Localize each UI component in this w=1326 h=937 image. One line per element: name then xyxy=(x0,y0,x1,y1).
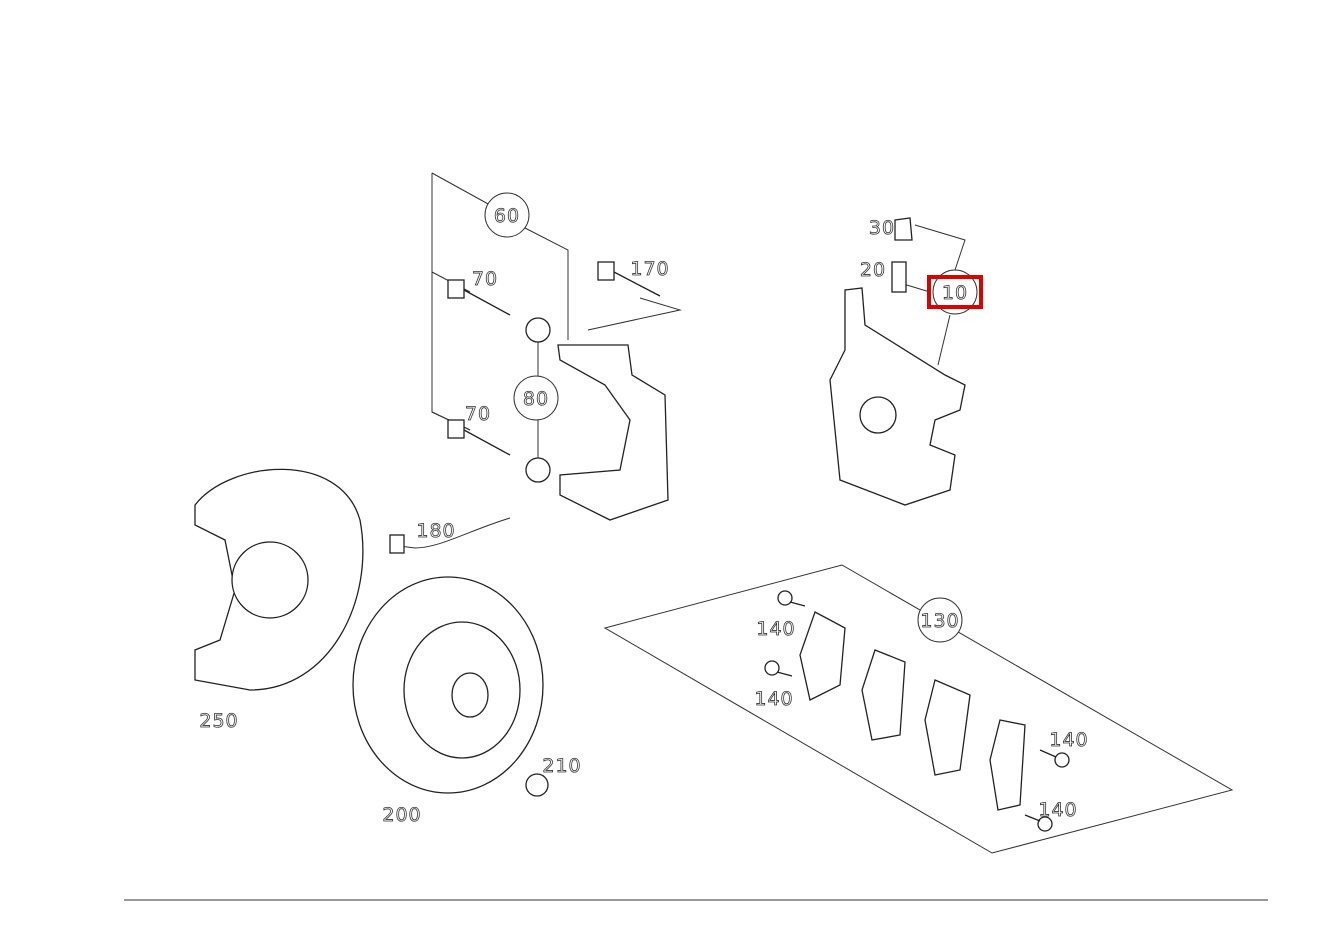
screw-210 xyxy=(525,773,549,797)
bolt-140 xyxy=(1039,749,1070,768)
bolt-70 xyxy=(447,279,511,316)
callout-label: 30 xyxy=(869,217,895,239)
brake-pad xyxy=(989,719,1026,811)
dust-shield-hole xyxy=(231,541,309,619)
callout-circle xyxy=(484,192,530,238)
wear-sensor-180 xyxy=(391,517,511,549)
callout-circle xyxy=(932,269,978,315)
callout-label: 20 xyxy=(860,259,886,281)
callout-label: 180 xyxy=(416,520,455,542)
sensor-connector xyxy=(389,534,405,554)
callout-250[interactable]: 250 xyxy=(199,710,238,733)
bolt-140 xyxy=(777,590,806,607)
callout-140c[interactable]: 140 xyxy=(1049,729,1088,752)
bleeder-valve-20 xyxy=(891,261,907,293)
highlight-box xyxy=(927,275,983,309)
brake-caliper-10 xyxy=(829,287,966,506)
callout-circle xyxy=(917,597,963,643)
callout-70a[interactable]: 70 xyxy=(472,268,498,291)
callout-label: 140 xyxy=(756,618,795,640)
callout-label: 200 xyxy=(382,804,421,826)
caliper-carrier xyxy=(557,344,669,521)
callout-label: 130 xyxy=(920,610,959,632)
bushing-80 xyxy=(525,317,551,343)
callout-label: 60 xyxy=(494,205,520,227)
bolt-70 xyxy=(447,419,511,456)
callout-210[interactable]: 210 xyxy=(542,755,581,778)
callout-70b[interactable]: 70 xyxy=(465,403,491,426)
callout-20[interactable]: 20 xyxy=(860,259,886,282)
bolt-140 xyxy=(1024,814,1053,832)
bushing-80 xyxy=(525,457,551,483)
callout-label: 140 xyxy=(754,688,793,710)
callout-80[interactable]: 80 xyxy=(513,375,559,421)
callout-label: 140 xyxy=(1049,729,1088,751)
callout-30[interactable]: 30 xyxy=(869,217,895,240)
callout-circle xyxy=(513,375,559,421)
callout-label: 70 xyxy=(465,403,491,425)
callout-60[interactable]: 60 xyxy=(484,192,530,238)
bolt-170 xyxy=(597,261,661,297)
disc-center-bore xyxy=(451,672,489,718)
group-frame-130 xyxy=(603,564,1234,854)
caliper-piston xyxy=(859,396,897,434)
callout-200[interactable]: 200 xyxy=(382,804,421,827)
callout-170[interactable]: 170 xyxy=(630,258,669,281)
callout-140d[interactable]: 140 xyxy=(1038,799,1077,822)
group-line-60 xyxy=(431,173,471,431)
dust-cap-30 xyxy=(894,217,913,241)
callout-140b[interactable]: 140 xyxy=(754,688,793,711)
brake-pad xyxy=(861,649,906,741)
brake-pad xyxy=(799,611,846,701)
callout-label: 140 xyxy=(1038,799,1077,821)
callout-label: 70 xyxy=(472,268,498,290)
brake-pad xyxy=(924,679,971,776)
callout-180[interactable]: 180 xyxy=(416,520,455,543)
callout-label: 250 xyxy=(199,710,238,732)
callout-label: 210 xyxy=(542,755,581,777)
callout-10[interactable]: 10 xyxy=(927,269,983,315)
callout-label: 10 xyxy=(942,282,968,304)
callout-label: 80 xyxy=(523,388,549,410)
callout-130[interactable]: 130 xyxy=(917,597,963,643)
callout-label: 170 xyxy=(630,258,669,280)
callout-140a[interactable]: 140 xyxy=(756,618,795,641)
bolt-140 xyxy=(764,660,793,677)
